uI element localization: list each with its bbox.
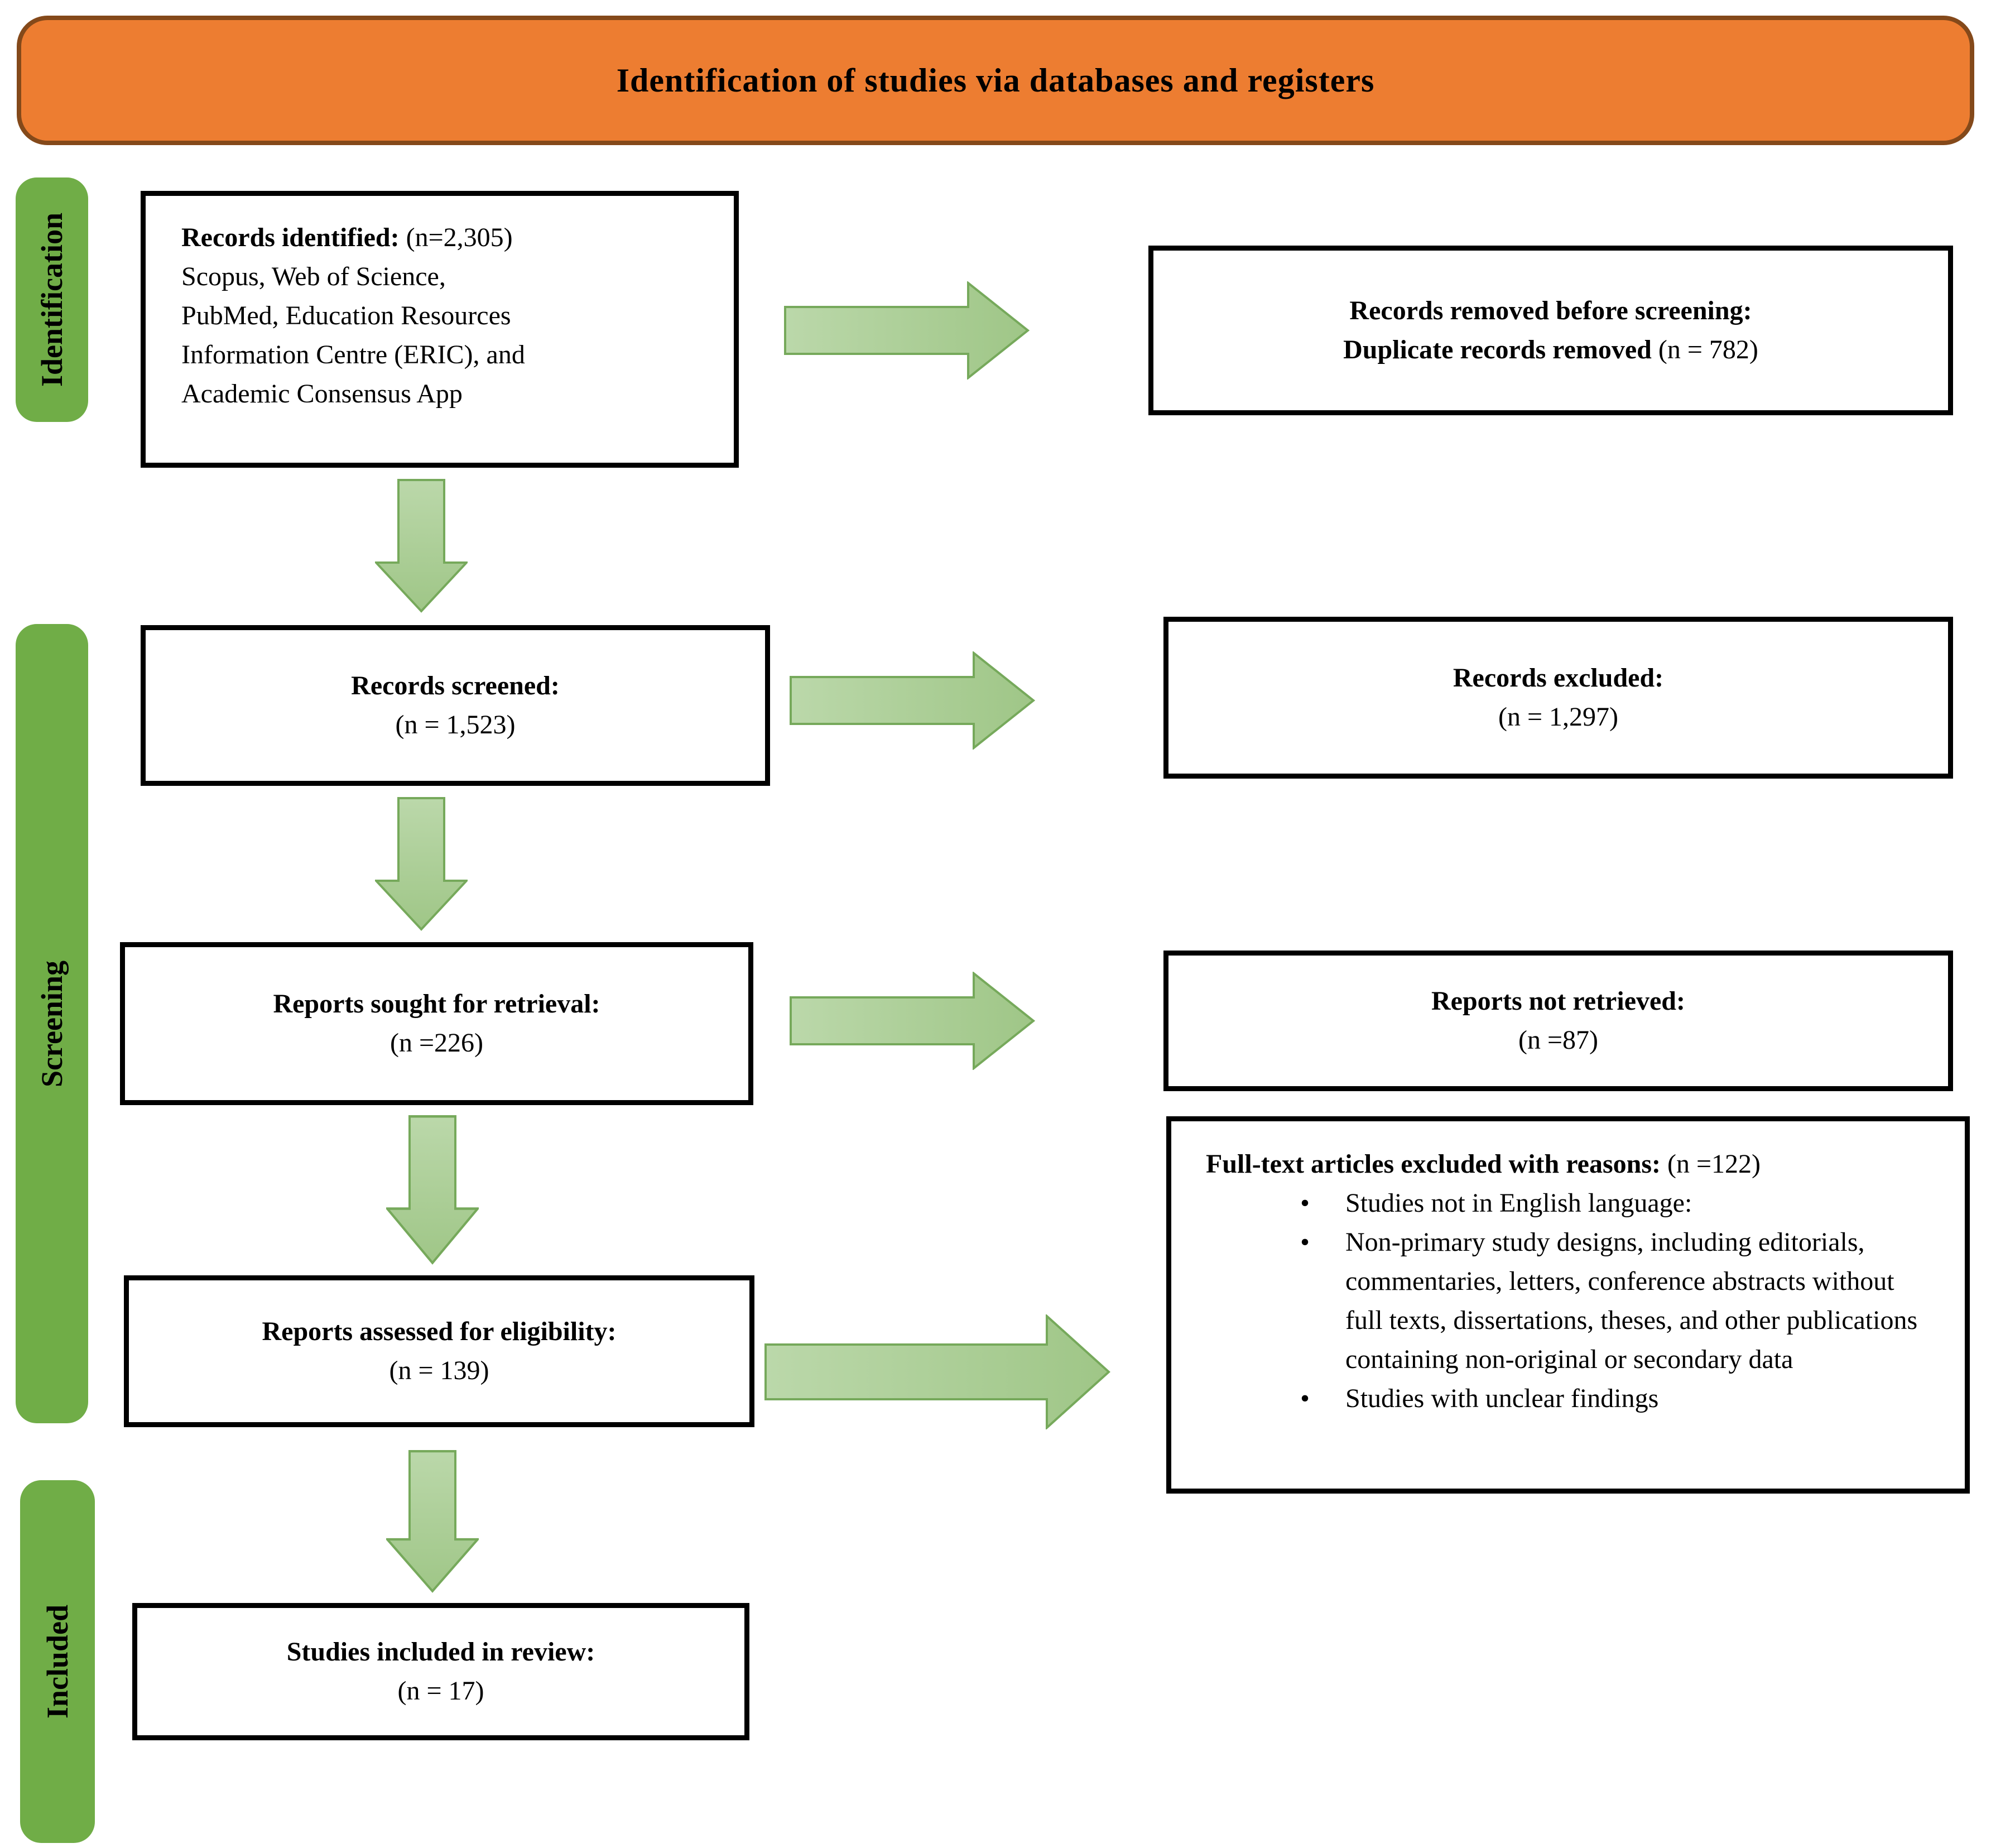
box-reports-assessed: Reports assessed for eligibility: (n = 1…: [124, 1275, 754, 1427]
arrow-screened-to-excluded-icon: [790, 651, 1035, 750]
reports-not-retrieved-count: (n =87): [1518, 1025, 1599, 1055]
records-identified-heading: Records identified: (n=2,305): [181, 218, 717, 257]
arrow-sought-to-notretrieved-icon: [790, 972, 1035, 1070]
fulltext-excluded-count: (n =122): [1661, 1149, 1761, 1179]
box-reports-not-retrieved: Reports not retrieved: (n =87): [1163, 951, 1953, 1091]
arrow-screened-to-sought-icon: [375, 797, 468, 931]
diagram-title: Identification of studies via databases …: [616, 61, 1375, 99]
records-identified-count: (n=2,305): [399, 223, 513, 252]
records-identified-title: Records identified:: [181, 223, 400, 252]
arrow-sought-to-assessed-icon: [386, 1115, 479, 1265]
box-records-excluded: Records excluded: (n = 1,297): [1163, 617, 1953, 779]
reports-not-retrieved-title: Reports not retrieved:: [1431, 986, 1685, 1016]
bullet-icon: •: [1300, 1384, 1310, 1414]
arrow-identified-to-screened-icon: [375, 479, 468, 613]
fulltext-excluded-title: Full-text articles excluded with reasons…: [1206, 1149, 1661, 1179]
reports-sought-title: Reports sought for retrieval:: [273, 988, 600, 1019]
fulltext-exclusion-reason: • Studies not in English language:: [1206, 1184, 1938, 1223]
box-records-identified: Records identified: (n=2,305) Scopus, We…: [141, 191, 739, 468]
stage-band-screening: Screening: [16, 624, 88, 1423]
exclusion-reason-text: Non-primary study designs, including edi…: [1345, 1227, 1918, 1375]
records-excluded-title: Records excluded:: [1453, 663, 1664, 693]
records-identified-source-line: Academic Consensus App: [181, 379, 463, 409]
stage-label-identification: Identification: [35, 212, 69, 387]
studies-included-count: (n = 17): [397, 1676, 484, 1706]
arrow-assessed-to-included-icon: [386, 1450, 479, 1593]
records-removed-count: (n = 782): [1651, 335, 1758, 364]
records-removed-title: Records removed before screening:: [1349, 295, 1752, 325]
records-identified-source-line: Scopus, Web of Science,: [181, 262, 446, 292]
stage-band-identification: Identification: [16, 177, 88, 422]
box-records-screened: Records screened: (n = 1,523): [141, 625, 770, 786]
exclusion-reason-text: Studies not in English language:: [1345, 1188, 1692, 1218]
records-removed-detail-label: Duplicate records removed: [1343, 335, 1652, 364]
stage-label-screening: Screening: [35, 960, 69, 1087]
studies-included-title: Studies included in review:: [286, 1636, 595, 1667]
records-screened-count: (n = 1,523): [395, 710, 516, 740]
bullet-icon: •: [1300, 1227, 1310, 1257]
title-banner: Identification of studies via databases …: [17, 16, 1974, 145]
stage-label-included: Included: [41, 1604, 74, 1719]
reports-assessed-title: Reports assessed for eligibility:: [262, 1316, 617, 1346]
box-studies-included: Studies included in review: (n = 17): [132, 1603, 749, 1740]
records-screened-title: Records screened:: [351, 670, 560, 700]
arrow-assessed-to-fulltext-icon: [764, 1314, 1110, 1429]
box-reports-sought: Reports sought for retrieval: (n =226): [120, 942, 753, 1105]
bullet-icon: •: [1300, 1188, 1310, 1218]
box-fulltext-excluded: Full-text articles excluded with reasons…: [1166, 1116, 1970, 1494]
reports-sought-count: (n =226): [389, 1028, 484, 1058]
fulltext-exclusion-reason: • Non-primary study designs, including e…: [1206, 1223, 1938, 1379]
stage-band-included: Included: [20, 1480, 95, 1843]
records-removed-detail: Duplicate records removed (n = 782): [1343, 330, 1758, 369]
records-identified-source-line: Information Centre (ERIC), and: [181, 340, 525, 370]
box-records-removed: Records removed before screening: Duplic…: [1148, 246, 1953, 415]
arrow-identified-to-removed-icon: [784, 281, 1030, 380]
records-excluded-count: (n = 1,297): [1498, 702, 1619, 732]
fulltext-excluded-heading: Full-text articles excluded with reasons…: [1206, 1145, 1938, 1184]
fulltext-exclusion-reason: • Studies with unclear findings: [1206, 1379, 1938, 1418]
records-identified-source-line: PubMed, Education Resources: [181, 301, 511, 331]
exclusion-reason-text: Studies with unclear findings: [1345, 1384, 1659, 1414]
reports-assessed-count: (n = 139): [389, 1356, 489, 1385]
